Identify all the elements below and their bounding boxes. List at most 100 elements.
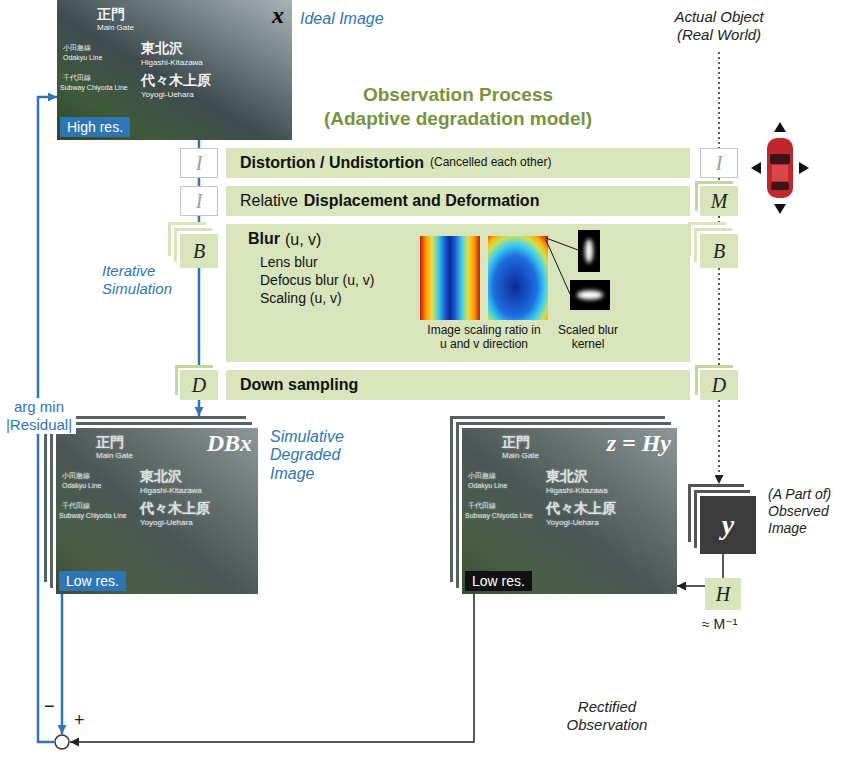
loop-label: arg min |Residual| [2, 398, 76, 434]
node-text: D [192, 374, 206, 397]
image-caption: (A Part of) Observed Image [768, 486, 854, 536]
sign-text: Main Gate [502, 451, 539, 460]
leader-line [546, 238, 578, 250]
sign-text: 正門 [96, 434, 124, 450]
sign-text: 小田急線 [62, 472, 90, 480]
node-text: (Cancelled each other) [430, 156, 551, 170]
direction-triangle [799, 162, 809, 174]
operator-box: D [180, 370, 218, 400]
sign-text: Higashi-Kitazawa [546, 486, 608, 495]
rectify-flow [722, 554, 724, 578]
node-text: y [722, 509, 734, 541]
node-text: Down sampling [240, 376, 358, 394]
band-item: Scaling (u, v) [260, 290, 342, 306]
node-text: I [196, 190, 203, 213]
direction-triangle [774, 122, 786, 132]
simulation-flow [198, 400, 201, 416]
process-band: Blur (u, v) Lens blurDefocus blur (u, v) Sc… [226, 224, 690, 362]
band-heading: (u, v) [285, 231, 321, 249]
leader-line [546, 240, 570, 294]
observation-flow [718, 178, 720, 181]
observation-flow [718, 400, 720, 484]
car-icon [751, 122, 809, 214]
band-item: Defocus blur (u, v) [260, 272, 374, 288]
node-text: M [711, 190, 728, 213]
summing-junction: −+ [40, 696, 90, 752]
sign-text: Odakyu Line [468, 482, 507, 490]
direction-triangle [751, 162, 761, 174]
variable-label: x [272, 2, 284, 30]
sign-text: Main Gate [96, 451, 133, 460]
process-band: Distortion / Undistortion(Cancelled each… [226, 148, 690, 178]
operator-box: H [705, 578, 741, 610]
sign-text: Yoyogi-Uehara [546, 518, 599, 527]
process-band: Down sampling [226, 370, 690, 400]
identity-box: I [180, 148, 218, 178]
sign-text: 代々木上原 [141, 72, 211, 88]
simulation-flow [198, 216, 201, 222]
sign-text: Subway Chiyoda Line [59, 512, 127, 520]
node-text: H [716, 583, 730, 606]
resolution-tag: Low res. [465, 571, 532, 591]
sign-text: Higashi-Kitazawa [140, 486, 202, 495]
operator-box: M [700, 186, 738, 216]
sign-text: 正門 [97, 6, 125, 22]
node-text: B [193, 240, 205, 263]
sign-text: 代々木上原 [546, 500, 616, 516]
simulation-flow [198, 268, 201, 365]
kernel-thumbnail [570, 280, 610, 310]
junction-circle [55, 735, 69, 749]
node-text: D [712, 374, 726, 397]
node-text: Displacement and Deformation [304, 192, 540, 210]
sign-text: Higashi-Kitazawa [141, 58, 203, 67]
car-body [767, 138, 793, 198]
sign-text: 小田急線 [468, 472, 496, 480]
resolution-tag: High res. [60, 117, 130, 137]
direction-triangle [774, 204, 786, 214]
operator-box: B [180, 234, 218, 268]
node-text: I [196, 152, 203, 175]
identity-box: I [180, 186, 218, 216]
ideal-image: xIdeal Image正門Main Gate小田急線Odakyu Line東北… [57, 0, 292, 140]
sign-text: Odakyu Line [63, 54, 102, 62]
residual-flow [70, 594, 474, 742]
sign-text: 東北沢 [140, 468, 182, 484]
variable-label: DBx [207, 430, 252, 458]
band-item: Lens blur [260, 254, 318, 270]
sign-symbol: − [44, 696, 55, 717]
object-label: Actual Object (Real World) [663, 8, 775, 44]
kernel-thumbnail [578, 230, 600, 272]
rectify-flow [677, 585, 705, 587]
sign-text: 小田急線 [63, 44, 91, 52]
sign-text: 千代田線 [468, 502, 496, 510]
sign-text: Main Gate [97, 23, 134, 32]
image-caption: Simulative Degraded Image [270, 428, 362, 483]
sign-text: Subway Chiyoda Line [60, 84, 128, 92]
simulation-flow [198, 178, 201, 186]
sign-text: 東北沢 [141, 40, 183, 56]
sign-symbol: + [74, 710, 85, 731]
node-text: Low res. [66, 573, 119, 589]
sign-text: Yoyogi-Uehara [140, 518, 193, 527]
band-heading: Blur [248, 230, 280, 248]
sign-text: 代々木上原 [140, 500, 210, 516]
observation-flow [718, 216, 720, 222]
car-rear-window [771, 182, 789, 190]
resolution-tag: Low res. [59, 571, 126, 591]
figure-caption: Image scaling ratio in u and v direction [424, 324, 544, 352]
operator-note: ≈ M⁻¹ [702, 616, 737, 633]
identity-box: I [700, 148, 738, 178]
rectified-image: z = Hy正門Main Gate小田急線Odakyu Line東北沢Higas… [462, 428, 677, 594]
sign-text: 千代田線 [63, 74, 91, 82]
image-caption: Ideal Image [300, 10, 384, 28]
kernel-blob [577, 291, 603, 300]
object-dotted-line [718, 52, 720, 148]
car-roof [772, 165, 788, 181]
node-text: I [716, 152, 723, 175]
scaling-map-u [420, 236, 480, 320]
section-title: (Adaptive degradation model) [300, 108, 616, 131]
process-band: RelativeDisplacement and Deformation [226, 186, 690, 216]
car-windshield [770, 154, 790, 164]
section-title: Observation Process [300, 84, 616, 107]
